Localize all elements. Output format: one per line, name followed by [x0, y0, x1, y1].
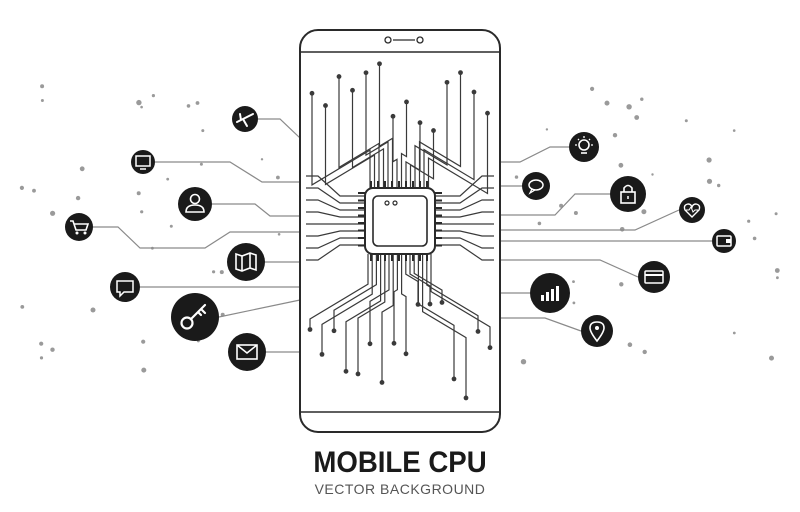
speaker-dot [416, 36, 424, 44]
page-subtitle: VECTOR BACKGROUND [314, 481, 486, 497]
credit-card-icon [638, 261, 670, 293]
airplane-icon [232, 106, 258, 132]
mail-icon [228, 333, 266, 371]
key-icon [171, 293, 219, 341]
lightbulb-icon [569, 132, 599, 162]
circuit-board [306, 61, 494, 401]
speech-bubble-icon [522, 172, 550, 200]
cpu-chip-icon [358, 181, 442, 261]
camera-dot [384, 36, 392, 44]
lock-icon [610, 176, 646, 212]
bar-chart-icon [530, 273, 570, 313]
connector-lines [93, 118, 712, 353]
user-icon [178, 187, 212, 221]
wallet-icon [712, 229, 736, 253]
map-icon [227, 243, 265, 281]
chat-icon [110, 272, 140, 302]
heart-rate-icon [679, 197, 705, 223]
monitor-icon [131, 150, 155, 174]
page-title: MOBILE CPU [313, 446, 487, 479]
location-pin-icon [581, 315, 613, 347]
shopping-cart-icon [65, 213, 93, 241]
